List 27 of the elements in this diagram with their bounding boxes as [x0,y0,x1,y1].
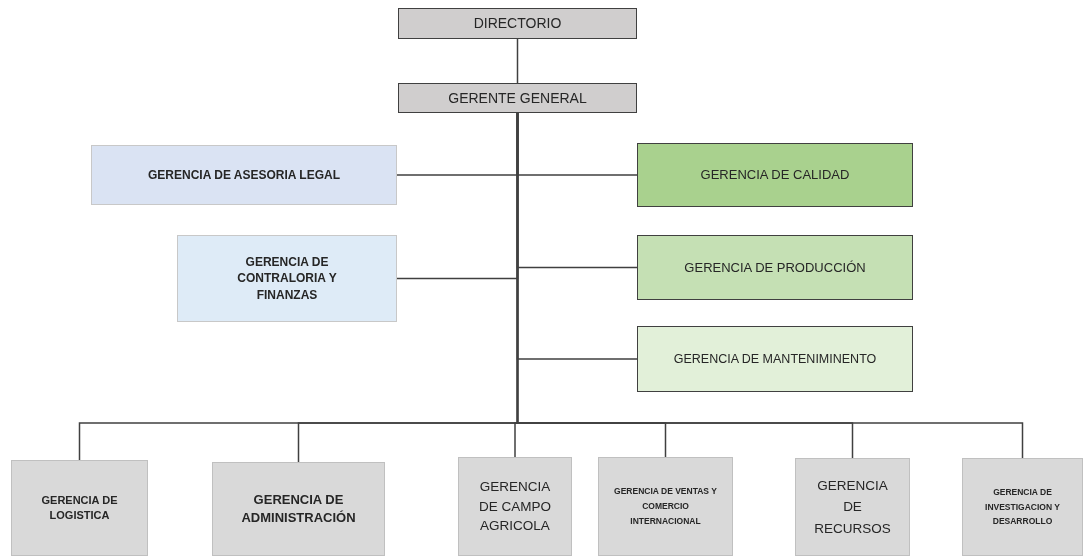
unit-title: GERENCIA DE INVESTIGACION Y DESARROLLO [984,485,1061,529]
org-unit-box [177,235,397,322]
org-unit-box [398,83,637,113]
unit-title: GERENCIA DE ASESORIA LEGAL [148,166,340,184]
unit-title: GERENCIA DE PRODUCCIÓN [684,258,866,277]
unit-title: GERENCIA DE LOGISTICA [40,493,119,523]
unit-title: GERENCIA DE RECURSOS [814,476,891,538]
org-unit-box [91,145,397,205]
unit-title: GERENCIA DE CALIDAD [700,166,850,184]
unit-title: GERENCIA DE CAMPO AGRICOLA [478,478,552,536]
unit-title: GERENCIA DE ADMINISTRACIÓN [240,491,357,527]
unit-title: GERENTE GENERAL [448,88,587,108]
org-unit-box [458,457,572,556]
unit-title: DIRECTORIO [473,14,562,33]
org-unit-box [212,462,385,556]
org-unit-box [637,235,913,300]
connector-line [516,38,519,84]
org-unit-box [637,143,913,207]
unit-title: GERENCIA DE CONTRALORIA Y FINANZAS [236,254,338,303]
org-unit-box [962,458,1083,556]
org-unit-box [637,326,913,392]
org-unit-box [11,460,148,556]
org-unit-box [598,457,733,556]
org-unit-box [795,458,910,556]
org-unit-box [398,8,637,39]
unit-title: GERENCIA DE MANTENIMINENTO [673,350,877,368]
unit-title: GERENCIA DE VENTAS Y COMERCIO INTERNACIONAL [613,485,718,528]
